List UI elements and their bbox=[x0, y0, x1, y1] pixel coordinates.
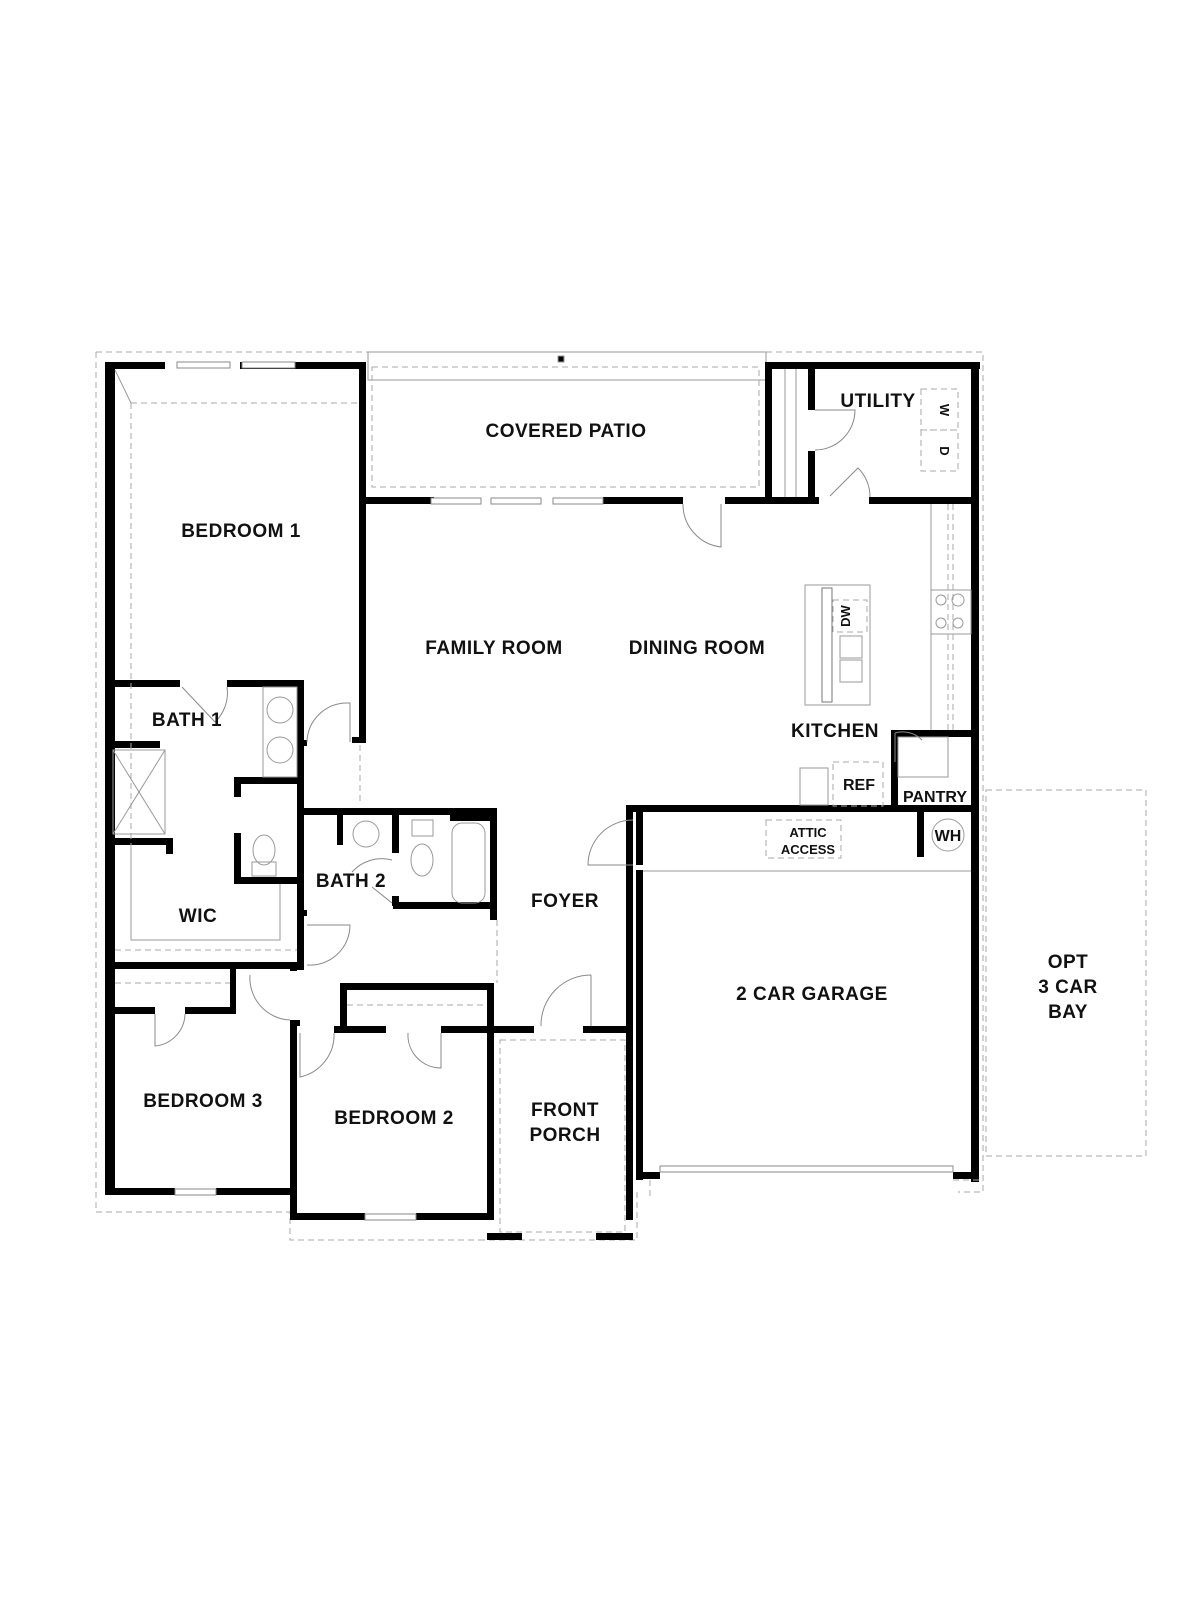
label-opt-bay-2: 3 CAR bbox=[1038, 977, 1098, 998]
label-family-room: FAMILY ROOM bbox=[425, 638, 562, 659]
label-washer: W bbox=[937, 404, 952, 417]
label-kitchen: KITCHEN bbox=[791, 721, 879, 742]
label-opt-bay-3: BAY bbox=[1048, 1002, 1088, 1023]
label-front-porch-1: FRONT bbox=[531, 1100, 599, 1121]
label-dishwasher: DW bbox=[838, 604, 853, 626]
label-bath-2: BATH 2 bbox=[316, 871, 386, 892]
label-garage: 2 CAR GARAGE bbox=[736, 984, 888, 1005]
label-wic: WIC bbox=[179, 906, 217, 927]
label-pantry: PANTRY bbox=[903, 789, 967, 806]
label-attic-access-2: ACCESS bbox=[781, 842, 836, 857]
label-water-heater: WH bbox=[935, 828, 962, 845]
label-bedroom-3: BEDROOM 3 bbox=[143, 1091, 263, 1112]
label-covered-patio: COVERED PATIO bbox=[486, 421, 647, 442]
label-opt-bay-1: OPT bbox=[1048, 952, 1089, 973]
room-labels: BEDROOM 1 COVERED PATIO UTILITY W D FAMI… bbox=[143, 391, 1098, 1146]
label-bedroom-1: BEDROOM 1 bbox=[181, 521, 301, 542]
label-front-porch-2: PORCH bbox=[529, 1125, 600, 1146]
label-bedroom-2: BEDROOM 2 bbox=[334, 1108, 454, 1129]
label-bath-1: BATH 1 bbox=[152, 710, 222, 731]
label-attic-access-1: ATTIC bbox=[789, 825, 827, 840]
label-foyer: FOYER bbox=[531, 891, 599, 912]
label-utility: UTILITY bbox=[840, 391, 915, 412]
fixtures bbox=[112, 355, 1147, 1233]
label-dining-room: DINING ROOM bbox=[629, 638, 765, 659]
label-dryer: D bbox=[937, 446, 952, 455]
walls bbox=[105, 361, 980, 1240]
label-refrigerator: REF bbox=[843, 777, 875, 794]
